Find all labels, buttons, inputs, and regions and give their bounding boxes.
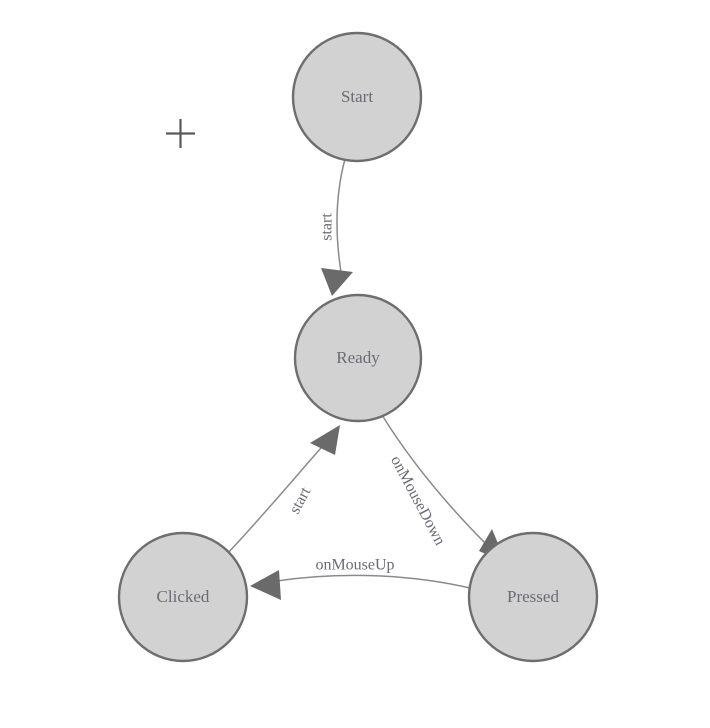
edge-path-start-to-ready[interactable] xyxy=(336,158,346,273)
node-start-circle[interactable] xyxy=(291,31,423,163)
edge-label-start-to-ready: start xyxy=(319,213,336,241)
node-clicked-circle[interactable] xyxy=(117,531,249,663)
edge-path-ready-to-pressed[interactable] xyxy=(381,414,490,548)
crosshair-icon[interactable] xyxy=(166,119,195,148)
node-pressed-label: Pressed xyxy=(507,587,559,606)
node-clicked[interactable]: Clicked xyxy=(117,531,249,663)
edge-label-clicked-to-ready: start xyxy=(286,484,314,517)
node-ready[interactable]: Ready xyxy=(293,293,423,423)
node-pressed[interactable]: Pressed xyxy=(467,531,599,663)
edge-pressed-to-clicked[interactable] xyxy=(250,570,471,600)
node-pressed-circle[interactable] xyxy=(467,531,599,663)
edge-clicked-to-ready[interactable] xyxy=(225,425,340,556)
arrowhead-into-clicked xyxy=(250,570,281,600)
node-clicked-label: Clicked xyxy=(157,587,210,606)
node-start-label: Start xyxy=(341,87,373,106)
edge-path-pressed-to-clicked[interactable] xyxy=(276,574,471,589)
node-start[interactable]: Start xyxy=(291,31,423,163)
node-ready-circle[interactable] xyxy=(293,293,423,423)
edge-label-pressed-to-clicked: onMouseUp xyxy=(315,557,394,574)
edge-path-clicked-to-ready[interactable] xyxy=(225,447,322,556)
node-ready-label: Ready xyxy=(336,348,380,367)
arrowhead-into-ready-bottom xyxy=(310,425,340,455)
arrowhead-into-ready-top xyxy=(321,268,353,296)
edge-start-to-ready[interactable] xyxy=(321,158,353,296)
